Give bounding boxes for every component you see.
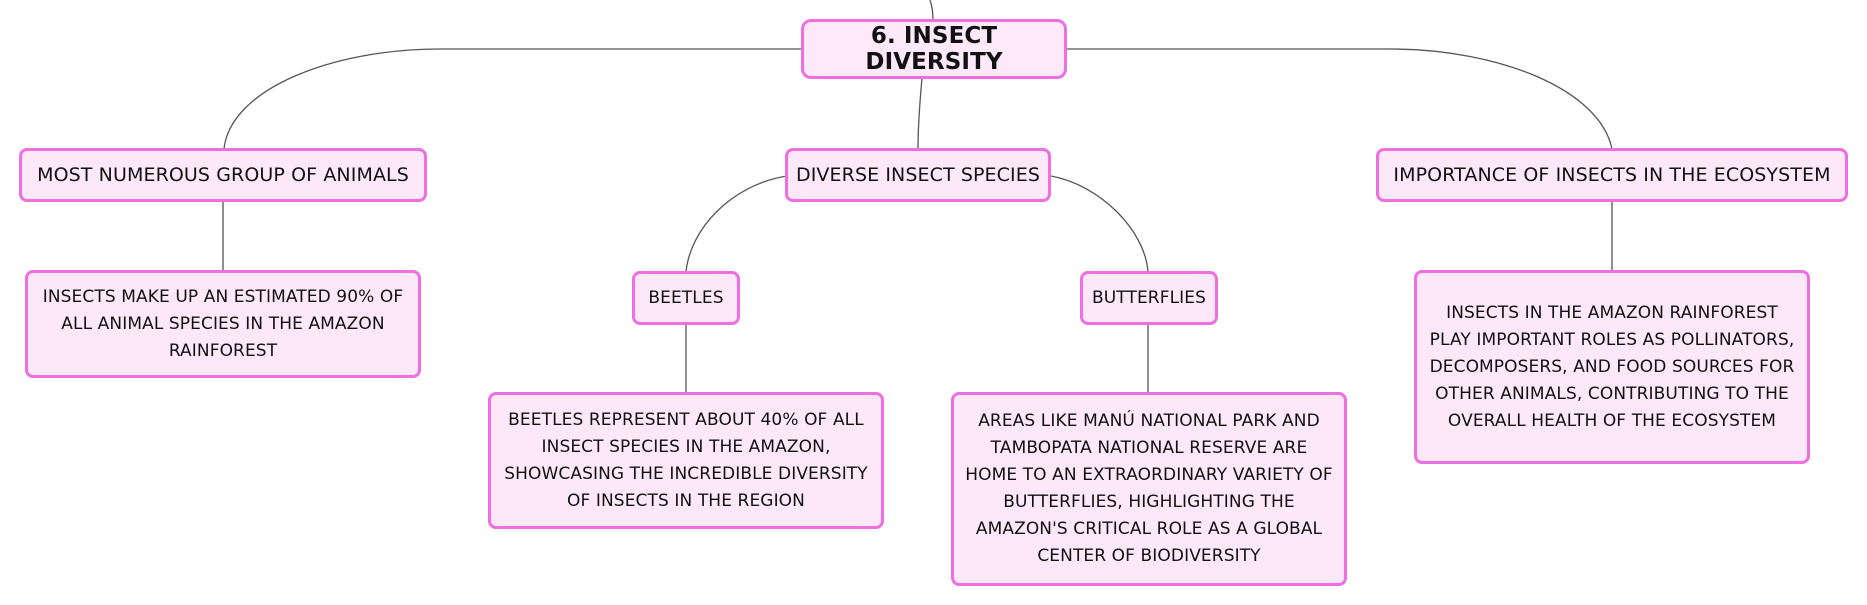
- branch-node-importance[interactable]: IMPORTANCE OF INSECTS IN THE ECOSYSTEM: [1376, 148, 1848, 202]
- connector-branch-2-butterflies: [1050, 175, 1149, 273]
- detail-text: BEETLES REPRESENT ABOUT 40% OF ALL INSEC…: [504, 409, 868, 511]
- connector-root-branch-1: [223, 48, 804, 150]
- branch-node-diverse-species[interactable]: DIVERSE INSECT SPECIES: [785, 148, 1051, 202]
- root-node[interactable]: 6. INSECT DIVERSITY: [801, 19, 1067, 79]
- detail-node-beetles[interactable]: BEETLES REPRESENT ABOUT 40% OF ALL INSEC…: [488, 392, 884, 529]
- branch-label: IMPORTANCE OF INSECTS IN THE ECOSYSTEM: [1393, 164, 1831, 186]
- detail-node-most-numerous[interactable]: INSECTS MAKE UP AN ESTIMATED 90% OF ALL …: [25, 270, 421, 378]
- root-label: 6. INSECT DIVERSITY: [865, 23, 1003, 75]
- connector-root-branch-2: [917, 77, 923, 150]
- detail-text: INSECTS MAKE UP AN ESTIMATED 90% OF ALL …: [42, 286, 404, 361]
- connector-parent-root: [929, 0, 934, 21]
- subbranch-label: BEETLES: [648, 288, 724, 308]
- detail-text: AREAS LIKE MANÚ NATIONAL PARK AND TAMBOP…: [965, 411, 1333, 566]
- detail-node-importance[interactable]: INSECTS IN THE AMAZON RAINFOREST PLAY IM…: [1414, 270, 1810, 464]
- branch-label: MOST NUMEROUS GROUP OF ANIMALS: [37, 164, 409, 186]
- detail-text: INSECTS IN THE AMAZON RAINFOREST PLAY IM…: [1429, 302, 1795, 431]
- connector-root-branch-3: [1066, 48, 1613, 150]
- detail-node-butterflies[interactable]: AREAS LIKE MANÚ NATIONAL PARK AND TAMBOP…: [951, 392, 1347, 586]
- subbranch-node-beetles[interactable]: BEETLES: [632, 271, 740, 325]
- connector-branch-2-beetles: [685, 175, 788, 273]
- subbranch-node-butterflies[interactable]: BUTTERFLIES: [1080, 271, 1218, 325]
- subbranch-label: BUTTERFLIES: [1091, 288, 1207, 308]
- branch-node-most-numerous[interactable]: MOST NUMEROUS GROUP OF ANIMALS: [19, 148, 427, 202]
- branch-label: DIVERSE INSECT SPECIES: [796, 164, 1040, 186]
